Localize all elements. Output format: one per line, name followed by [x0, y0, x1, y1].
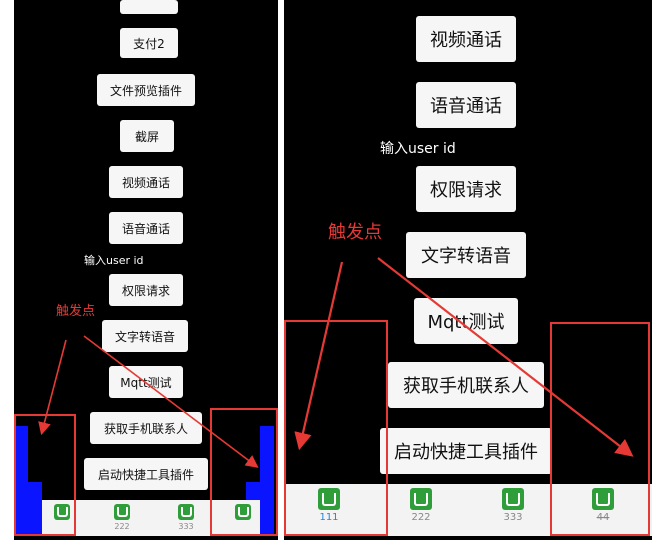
launch-shortcut-plugin-button[interactable]: 启动快捷工具插件	[380, 428, 552, 474]
voice-call-button[interactable]: 语音通话	[416, 82, 516, 128]
right-tab-bar: 111 222 333 44	[284, 484, 652, 536]
screenshot-button[interactable]: 截屏	[120, 120, 174, 152]
text-to-speech-button[interactable]: 文字转语音	[102, 320, 188, 352]
right-tab-3[interactable]: 333	[488, 488, 538, 523]
permission-request-button[interactable]: 权限请求	[416, 166, 516, 212]
u-app-icon	[592, 488, 614, 510]
blue-overlay-right-column	[260, 426, 274, 536]
left-trigger-box-b	[210, 408, 278, 536]
left-tab-2-label: 222	[114, 522, 130, 531]
user-id-label: 输入user id	[380, 141, 456, 157]
u-app-icon	[54, 504, 70, 520]
left-tab-4[interactable]	[228, 504, 258, 522]
user-id-label: 输入user id	[84, 254, 144, 267]
mqtt-test-button[interactable]: Mqtt测试	[109, 366, 183, 398]
permission-request-button[interactable]: 权限请求	[109, 274, 183, 306]
u-app-icon	[235, 504, 251, 520]
right-tab-2-label: 222	[411, 512, 431, 523]
blue-overlay-left-step	[28, 482, 42, 536]
button-top-partial[interactable]	[120, 0, 178, 14]
right-tab-4[interactable]: 44	[578, 488, 628, 523]
left-tab-3[interactable]: 333	[166, 504, 206, 531]
mqtt-test-button[interactable]: Mqtt测试	[414, 298, 518, 344]
get-contacts-button[interactable]: 获取手机联系人	[388, 362, 544, 408]
right-tab-1-label: 111	[319, 512, 339, 523]
left-tab-1[interactable]	[42, 504, 82, 522]
voice-call-button[interactable]: 语音通话	[109, 212, 183, 244]
text-to-speech-button[interactable]: 文字转语音	[406, 232, 526, 278]
left-tab-2[interactable]: 222	[102, 504, 142, 531]
left-tab-3-label: 333	[178, 522, 194, 531]
file-preview-plugin-button[interactable]: 文件预览插件	[97, 74, 195, 106]
video-call-button[interactable]: 视频通话	[109, 166, 183, 198]
u-app-icon	[178, 504, 194, 520]
screenshot-divider	[278, 0, 284, 544]
pay2-button[interactable]: 支付2	[120, 28, 178, 58]
right-tab-4-label: 44	[596, 512, 610, 523]
blue-overlay-left-column	[14, 426, 28, 536]
right-tab-1[interactable]: 111	[304, 488, 354, 523]
video-call-button[interactable]: 视频通话	[416, 16, 516, 62]
left-trigger-annotation: 触发点	[56, 304, 96, 319]
u-app-icon	[502, 488, 524, 510]
right-trigger-annotation: 触发点	[328, 222, 382, 243]
right-trigger-box-a	[284, 320, 388, 536]
left-trigger-box-a	[14, 414, 76, 536]
right-tab-2[interactable]: 222	[396, 488, 446, 523]
u-app-icon	[114, 504, 130, 520]
u-app-icon	[318, 488, 340, 510]
get-contacts-button[interactable]: 获取手机联系人	[90, 412, 202, 444]
u-app-icon	[410, 488, 432, 510]
launch-shortcut-plugin-button[interactable]: 启动快捷工具插件	[84, 458, 208, 490]
right-tab-3-label: 333	[503, 512, 523, 523]
right-trigger-box-b	[550, 322, 650, 536]
left-tab-bar: 222 333	[42, 500, 260, 536]
